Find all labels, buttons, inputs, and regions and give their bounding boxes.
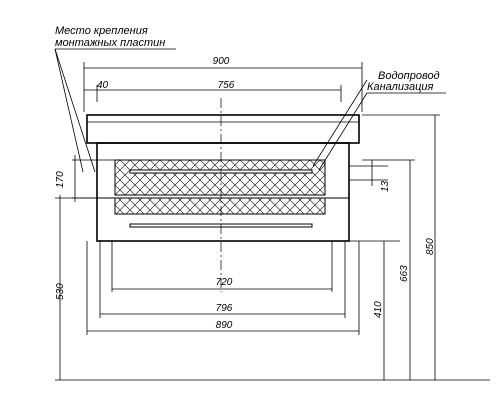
dim-inner-width: 720 [216,277,233,288]
dim-lower-height: 530 [55,283,66,300]
top-dimensions: 900 40 756 [83,56,363,112]
utilities-callout: Водопровод Канализация [312,70,446,171]
dim-total-height: 850 [425,238,436,255]
mounting-leader-2 [54,48,84,173]
left-dimensions: 170 530 [55,155,490,381]
dim-upper-height: 170 [55,171,66,188]
countertop-outline [86,114,360,144]
cabinet-body [96,98,350,292]
dim-gap: 13 [380,180,391,192]
utilities-callout-line1: Водопровод [378,70,440,82]
bottom-dimensions: 720 796 890 [86,241,360,335]
dim-total-width: 900 [213,56,230,67]
utilities-leader-1 [312,79,368,167]
hatch-zone-lower [114,197,326,215]
mounting-callout-line2: монтажных пластин [55,37,165,49]
mounting-callout-line1: Место крепления [55,25,148,37]
dim-outer-width: 890 [216,320,233,331]
utilities-leader-2 [318,92,368,171]
hatch-zone-upper [114,159,326,196]
dim-utility-height: 410 [373,301,384,318]
countertop [86,114,360,144]
mounting-plates-callout: Место крепления монтажных пластин [54,25,176,173]
mounting-leader-1 [54,48,96,173]
dim-offset: 40 [97,80,109,91]
utilities-callout-line2: Канализация [367,81,433,93]
dim-plate-span: 756 [218,80,235,91]
dim-body-width: 796 [216,303,233,314]
dim-mount-height: 663 [399,265,410,282]
right-dimensions: 13 410 663 850 [349,114,440,380]
cabinet-outline [96,142,350,242]
